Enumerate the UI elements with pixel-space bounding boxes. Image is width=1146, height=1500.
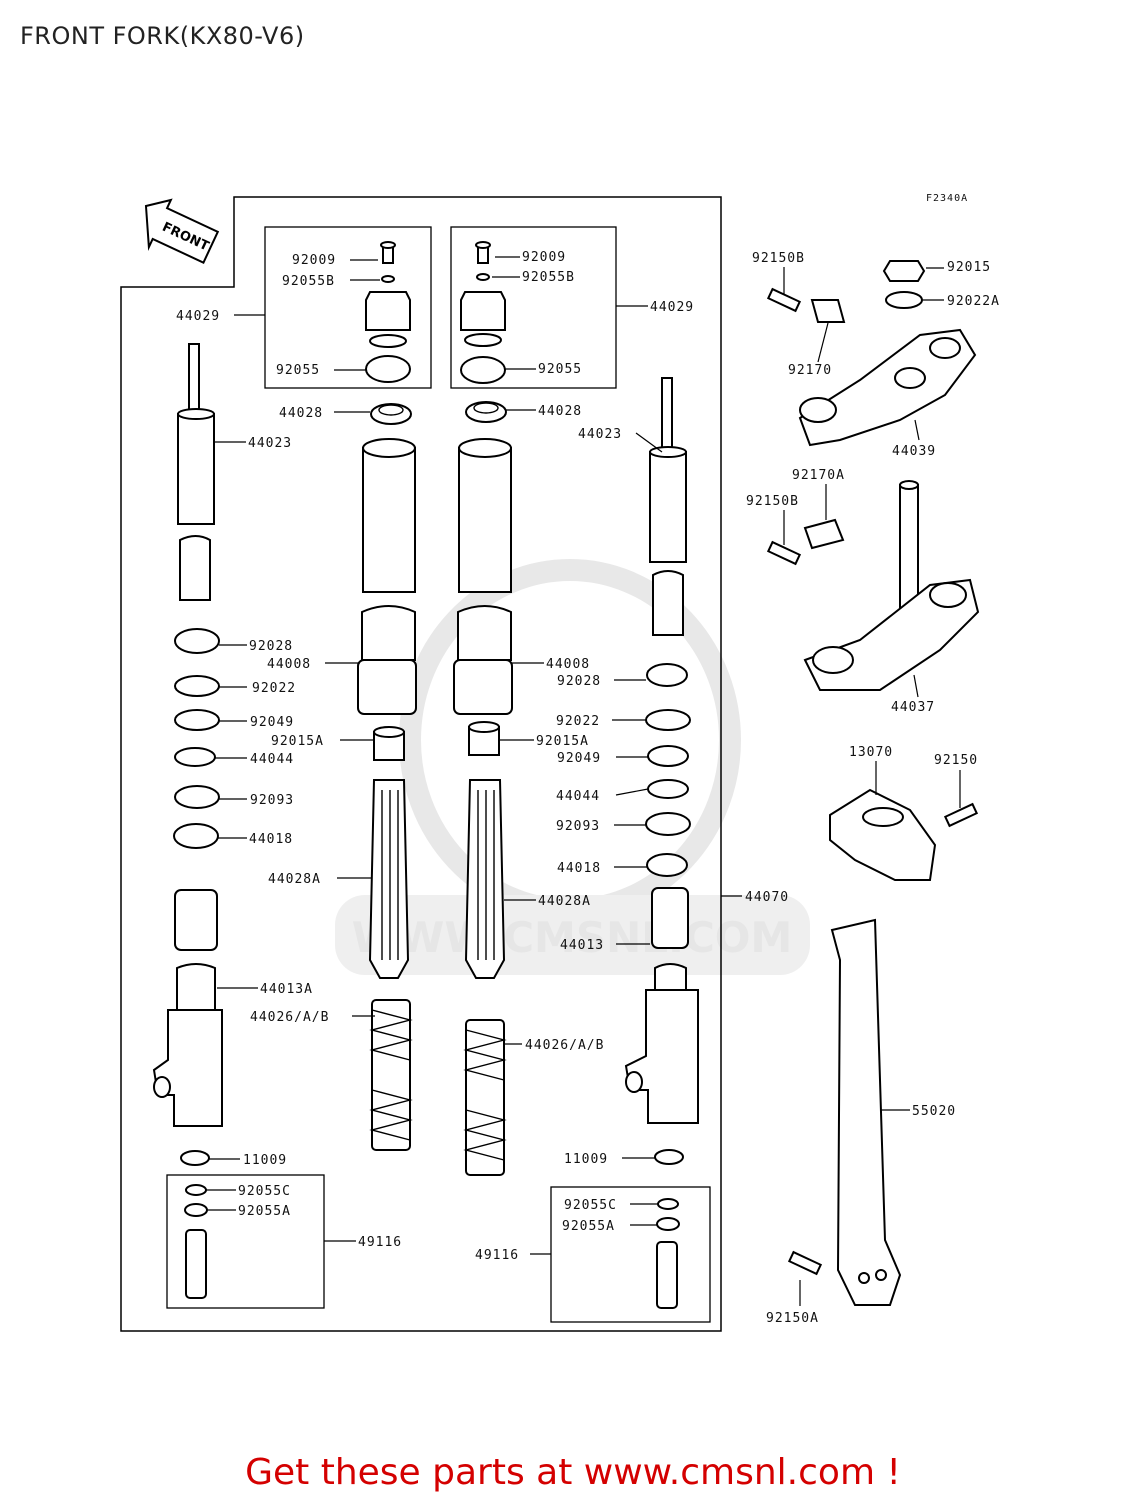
part-label: 92055B: [282, 274, 335, 289]
part-label: 44023: [248, 436, 292, 451]
oil-seal-44028-left: [370, 403, 412, 425]
assembly-frame: [120, 196, 722, 1332]
upper-clamp-44039: [766, 260, 977, 447]
part-label: 92150: [934, 753, 978, 768]
nut-92015a-left: [373, 726, 405, 761]
seals-stack-left: [173, 628, 220, 849]
part-label: 92022: [252, 681, 296, 696]
part-label: 92170A: [792, 468, 845, 483]
part-label: 92150B: [746, 494, 799, 509]
part-label: 44023: [578, 427, 622, 442]
cap-kit-box-right: [450, 226, 617, 389]
front-arrow-icon: FRONT: [144, 198, 220, 264]
part-label: 92055: [538, 362, 582, 377]
part-label: 44028A: [268, 872, 321, 887]
part-label: 92028: [249, 639, 293, 654]
part-label: 44028: [279, 406, 323, 421]
part-label: 92055: [276, 363, 320, 378]
part-label: 44028A: [538, 894, 591, 909]
cap-bolt-right: [460, 241, 506, 384]
watermark-text: WWW.CMSNL.COM: [352, 913, 793, 962]
lower-clamp-44037: [766, 480, 980, 691]
spring-left: [369, 999, 413, 1151]
part-label: 44044: [556, 789, 600, 804]
valve-left: [184, 1184, 208, 1299]
part-label: 44018: [249, 832, 293, 847]
holder-13070: [829, 788, 979, 881]
o-rings-11009: [180, 1149, 684, 1166]
cylinder-44028a-left: [368, 779, 410, 979]
part-label: 44037: [891, 700, 935, 715]
part-label: 92015A: [536, 734, 589, 749]
part-label: 92055B: [522, 270, 575, 285]
part-label: 92150B: [752, 251, 805, 266]
part-label: 92170: [788, 363, 832, 378]
part-label: 44026/A/B: [525, 1038, 604, 1053]
part-label: 92093: [250, 793, 294, 808]
part-label: 44013: [560, 938, 604, 953]
part-label: 92049: [250, 715, 294, 730]
part-label: 44013A: [260, 982, 313, 997]
part-label: 44044: [250, 752, 294, 767]
footer-link[interactable]: Get these parts at www.cmsnl.com !: [245, 1452, 901, 1493]
inner-tube-right: [453, 438, 513, 715]
part-label: 49116: [475, 1248, 519, 1263]
part-label: 92022: [556, 714, 600, 729]
part-label: 44026/A/B: [250, 1010, 329, 1025]
piston-rod-left: [177, 343, 215, 601]
cap-bolt-left: [365, 241, 411, 383]
part-label: 44008: [267, 657, 311, 672]
part-label: 92150A: [766, 1311, 819, 1326]
part-label: 44018: [557, 861, 601, 876]
part-label: 92015A: [271, 734, 324, 749]
part-label: 44070: [745, 890, 789, 905]
inner-tube-left: [357, 438, 417, 715]
part-label: 92093: [556, 819, 600, 834]
part-label: 44029: [650, 300, 694, 315]
part-label: 92022A: [947, 294, 1000, 309]
cylinder-44028a-right: [464, 779, 506, 979]
diagram-code: F2340A: [926, 193, 968, 204]
part-label: 11009: [564, 1152, 608, 1167]
part-label: 92015: [947, 260, 991, 275]
spring-right: [463, 1019, 507, 1176]
part-label: 92009: [522, 250, 566, 265]
part-label: 92055A: [562, 1219, 615, 1234]
guard-55020: [787, 918, 902, 1306]
leader-lines: [206, 256, 961, 1306]
cap-kit-box-left: [264, 226, 432, 389]
part-labels: 92009 92055B 44029 92055 92009 92055B 44…: [176, 250, 1000, 1326]
nut-92015a-right: [468, 721, 500, 756]
part-label: 92055C: [238, 1184, 291, 1199]
part-label: 49116: [358, 1235, 402, 1250]
part-label: 13070: [849, 745, 893, 760]
part-label: 11009: [243, 1153, 287, 1168]
part-label: 44008: [546, 657, 590, 672]
part-label: 92028: [557, 674, 601, 689]
outer-tube-right: [624, 887, 699, 1124]
part-label: 44028: [538, 404, 582, 419]
piston-rod-right: [649, 377, 687, 636]
part-label: 55020: [912, 1104, 956, 1119]
page-title: FRONT FORK(KX80-V6): [20, 22, 305, 50]
part-label: 92049: [557, 751, 601, 766]
oil-seal-44028-right: [465, 401, 507, 423]
part-label: 44039: [892, 444, 936, 459]
part-label: 92009: [292, 253, 336, 268]
outer-tube-left: [152, 889, 223, 1127]
watermark: WWW.CMSNL.COM: [335, 559, 810, 975]
part-label: 44029: [176, 309, 220, 324]
part-label: 92055A: [238, 1204, 291, 1219]
seals-stack-right: [645, 663, 691, 877]
valve-right: [656, 1198, 680, 1309]
part-label: 92055C: [564, 1198, 617, 1213]
